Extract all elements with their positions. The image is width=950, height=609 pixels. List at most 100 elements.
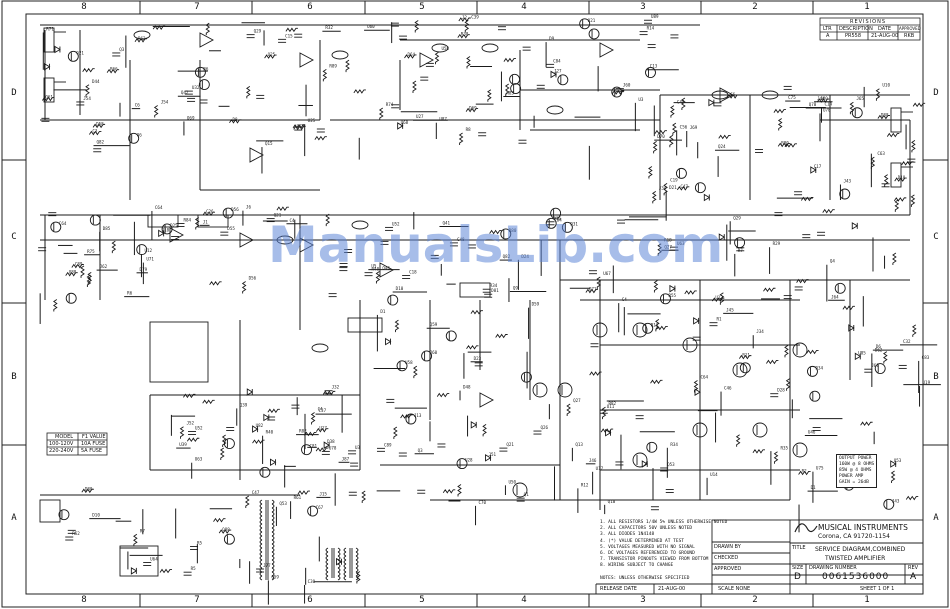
diode	[385, 337, 392, 346]
resistor	[892, 252, 897, 266]
part-label: J52	[187, 421, 195, 426]
logo-mark	[794, 523, 818, 533]
output-power-line-1: OUTPUT POWER	[839, 456, 872, 461]
power-transistor	[632, 322, 648, 338]
resistor	[458, 132, 464, 146]
part-label: J27	[554, 68, 562, 73]
part-label: D69	[469, 106, 477, 111]
transformer-coil	[343, 575, 347, 581]
part-label: D85	[103, 226, 111, 231]
connector-oval	[761, 90, 779, 100]
resistor	[400, 414, 413, 419]
connector-oval	[546, 105, 564, 115]
resistor	[434, 51, 440, 65]
transistor	[421, 350, 433, 362]
resistor	[849, 101, 855, 115]
part-label: Q69	[187, 115, 195, 120]
diode	[263, 413, 270, 422]
part-label: U46	[808, 429, 816, 434]
part-label: D8	[232, 117, 238, 122]
connector-oval	[311, 343, 329, 353]
resistor	[194, 217, 200, 230]
resistor	[842, 305, 855, 311]
part-label: J34	[756, 329, 764, 334]
part-label: R18	[664, 238, 672, 243]
part-label: D9	[549, 36, 555, 41]
part-label: Q21	[588, 18, 596, 23]
title-line-2: TWISTED AMPLIFIER	[825, 555, 886, 562]
resistor	[877, 114, 890, 120]
zone-row-b-left: B	[11, 372, 17, 382]
part-label: Q29	[733, 215, 741, 220]
part-label: C3	[92, 129, 98, 134]
part-label: D10	[898, 175, 906, 180]
part-label: U25	[308, 118, 316, 123]
transistor	[883, 498, 895, 510]
part-label: D24	[521, 254, 529, 259]
transistor	[67, 50, 79, 62]
part-label: R32	[325, 25, 333, 30]
transistor	[645, 67, 656, 78]
note-box	[459, 282, 491, 298]
transformer-coil	[259, 507, 263, 513]
part-label: C83	[922, 355, 930, 360]
part-label: Q27	[573, 398, 581, 403]
transformer-coil	[259, 519, 263, 525]
transistor	[642, 322, 654, 334]
zone-col-6-top: 6	[307, 2, 313, 12]
resistor	[890, 470, 896, 484]
resistor	[71, 263, 84, 269]
fuse-header-value: F1 VALUE	[82, 434, 106, 440]
resistor	[53, 299, 58, 312]
part-label: J51	[489, 452, 497, 457]
part-label: R52	[72, 531, 80, 536]
part-label: R6	[127, 291, 133, 296]
part-label: J60	[430, 350, 438, 355]
resistor	[353, 89, 366, 94]
transistor	[456, 458, 468, 470]
transformer-coil	[337, 575, 341, 581]
power-transistor	[692, 422, 708, 438]
connector-oval	[351, 220, 369, 230]
rev-label: REV	[908, 565, 919, 571]
resistor	[894, 199, 900, 212]
resistor	[883, 351, 888, 364]
part-label: D59	[532, 302, 540, 307]
scale-label: SCALE NONE	[718, 586, 751, 592]
transistor	[50, 221, 62, 233]
diode	[44, 62, 51, 71]
resistor	[252, 439, 265, 444]
part-label: C17	[814, 164, 822, 169]
resistor	[356, 571, 361, 584]
resistor	[202, 211, 216, 216]
op-amp	[479, 392, 494, 408]
transistor	[694, 182, 706, 194]
zone-col-3-top: 3	[640, 2, 646, 12]
part-label: U11	[607, 404, 615, 409]
part-label: C37	[319, 408, 327, 413]
part-label: C63	[877, 151, 885, 156]
part-label: U75	[816, 466, 824, 471]
resistor	[870, 156, 876, 170]
part-label: R61	[294, 495, 302, 500]
resistor	[739, 354, 752, 360]
transformer-coil	[271, 559, 275, 565]
part-label: U71	[146, 257, 154, 262]
part-label: Q53	[667, 462, 675, 467]
zone-col-1-top: 1	[864, 2, 870, 12]
part-label: C4	[318, 406, 324, 411]
part-label: D1	[380, 309, 386, 314]
resistor	[653, 280, 659, 293]
transformer-coil	[343, 555, 347, 561]
resistor	[361, 490, 367, 503]
rev-header-date: DATE	[878, 26, 892, 32]
part-label: Q21	[274, 213, 282, 218]
part-label: Q82	[97, 140, 105, 145]
resistor	[752, 448, 765, 454]
transformer-coil	[355, 551, 359, 557]
transistor	[89, 214, 101, 226]
resistor	[378, 107, 384, 120]
resistor	[241, 281, 247, 294]
part-label: U50	[508, 479, 516, 484]
op-amp	[599, 42, 614, 58]
